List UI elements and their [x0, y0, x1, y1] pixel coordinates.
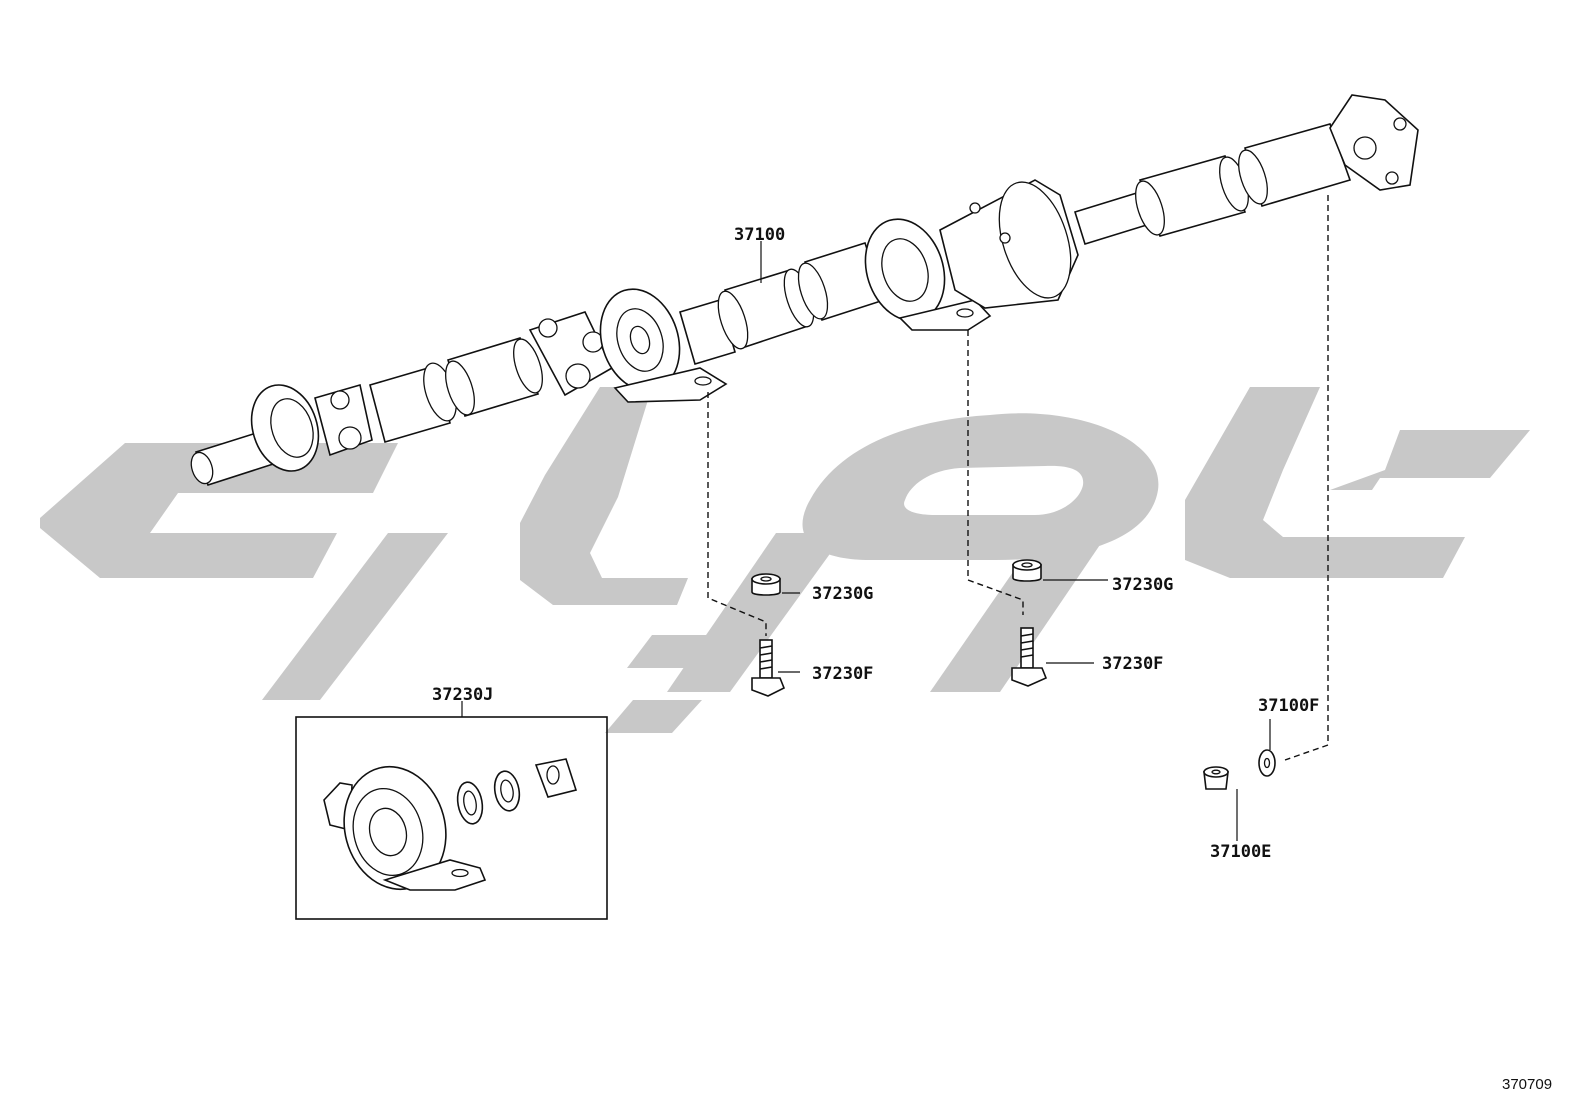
label-spacer-right: 37230G	[1112, 575, 1173, 595]
watermark-logo	[40, 387, 1530, 733]
label-shaft-assembly: 37100	[734, 225, 785, 245]
bolt-left-drawing	[751, 639, 786, 697]
alignment-lines	[707, 195, 1329, 761]
bolt-right-drawing	[1011, 627, 1048, 687]
propeller-shaft-assembly	[190, 94, 1419, 486]
label-bolt-left: 37230F	[812, 664, 873, 684]
spacer-left-drawing	[751, 573, 781, 596]
label-support-kit: 37230J	[432, 685, 493, 705]
diagram-code: 370709	[1502, 1076, 1552, 1093]
label-washer: 37100F	[1258, 696, 1319, 716]
label-nut: 37100E	[1210, 842, 1271, 862]
label-spacer-left: 37230G	[812, 584, 873, 604]
spacer-right-drawing	[1012, 559, 1042, 582]
label-bolt-right: 37230F	[1102, 654, 1163, 674]
washer-drawing	[1258, 749, 1276, 777]
support-kit-box	[295, 716, 608, 920]
leader-lines	[461, 241, 1271, 841]
nut-drawing	[1203, 766, 1229, 790]
